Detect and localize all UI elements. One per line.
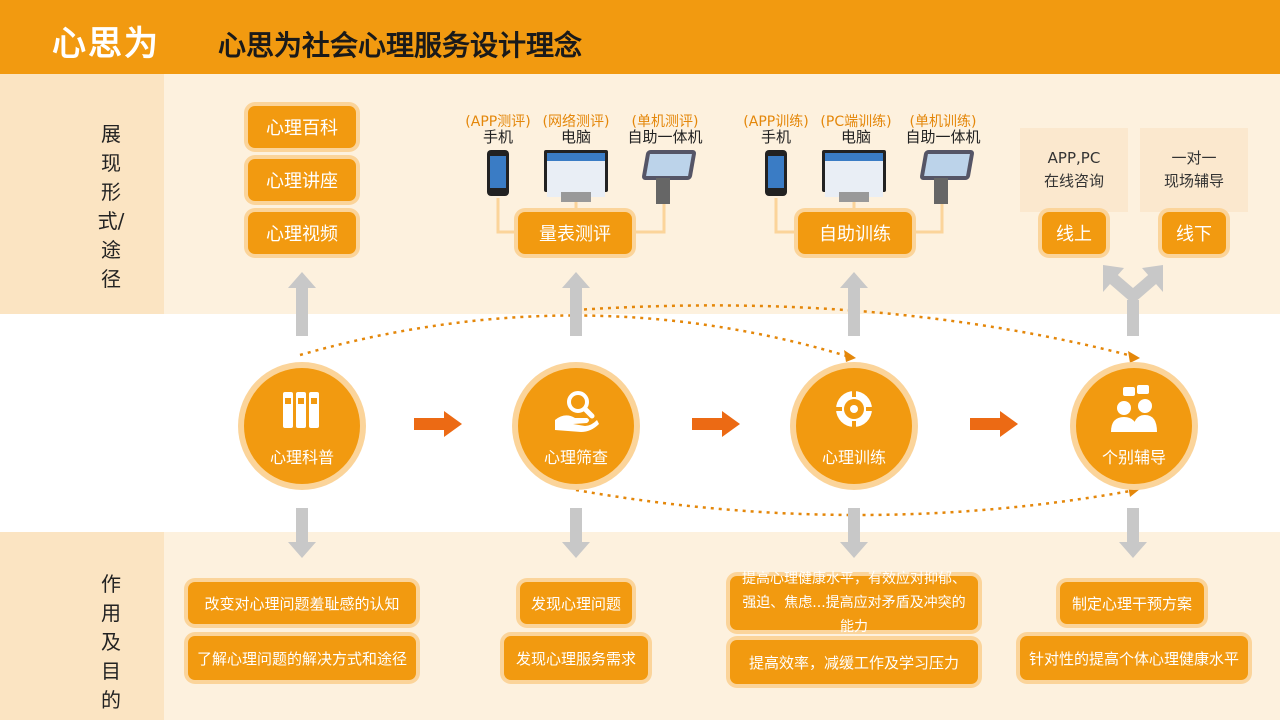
- kiosk-icon: [919, 150, 975, 180]
- logo: 心思为: [52, 24, 160, 64]
- section-label-purpose: 作用及目的: [101, 572, 121, 712]
- training-name-phone: 手机: [760, 128, 791, 146]
- process-step-screening: 心理筛查: [518, 368, 634, 484]
- monitor-stand: [839, 192, 869, 202]
- purpose-screening-2: 发现心理服务需求: [504, 636, 648, 680]
- bottom-band: [0, 532, 1280, 720]
- purpose-counseling-1: 制定心理干预方案: [1060, 582, 1204, 624]
- online-desc-line-1: APP,PC: [1047, 149, 1101, 167]
- kiosk-icon: [641, 150, 697, 180]
- purpose-screening-1: 发现心理问题: [520, 582, 632, 624]
- flow-arrow-1: [414, 411, 462, 437]
- offline-desc-line-2: 现场辅导: [1163, 172, 1224, 190]
- purpose-science-1: 改变对心理问题羞耻感的认知: [188, 582, 416, 624]
- assessment-name-kiosk: 自助一体机: [627, 128, 703, 146]
- people-chat-icon: [1111, 385, 1157, 432]
- training-label: 自助训练: [798, 212, 912, 254]
- science-item-encyclopedia: 心理百科: [248, 106, 356, 148]
- arrow-down-counseling: [1119, 508, 1147, 558]
- online-desc-line-2: 在线咨询: [1043, 172, 1104, 190]
- process-label-training: 心理训练: [821, 448, 886, 467]
- purpose-training-1: 提高心理健康水平，有效应对抑郁、强迫、焦虑...提高应对矛盾及冲突的能力: [730, 571, 978, 635]
- monitor-icon: [822, 150, 886, 197]
- arrow-down-science: [288, 508, 316, 558]
- purpose-counseling-2: 针对性的提高个体心理健康水平: [1020, 636, 1248, 680]
- search-hand-icon: [555, 391, 599, 432]
- offline-label: 线下: [1162, 212, 1226, 254]
- purpose-science-2: 了解心理问题的解决方式和途径: [188, 636, 416, 680]
- arrow-down-screening: [562, 508, 590, 558]
- online-label: 线上: [1042, 212, 1106, 254]
- arrow-up-training: [840, 272, 868, 336]
- offline-description: 一对一 现场辅导: [1140, 128, 1248, 212]
- assessment-name-pc: 电脑: [560, 128, 591, 146]
- training-caption-phone: (APP训练): [743, 114, 809, 130]
- flow-arrow-3: [970, 411, 1018, 437]
- purpose-training-2: 提高效率，减缓工作及学习压力: [730, 640, 978, 684]
- kiosk-stand: [656, 178, 670, 204]
- target-icon: [832, 387, 876, 431]
- process-step-training: 心理训练: [796, 368, 912, 484]
- process-label-screening: 心理筛查: [543, 448, 608, 467]
- process-label-counseling: 个别辅导: [1101, 448, 1166, 467]
- training-name-kiosk: 自助一体机: [905, 128, 981, 146]
- section-label-forms: 展现形式/途径: [97, 122, 125, 291]
- training-caption-pc: (PC端训练): [820, 114, 892, 130]
- science-item-lecture: 心理讲座: [248, 159, 356, 201]
- assessment-name-phone: 手机: [482, 128, 513, 146]
- assessment-caption-kiosk: (单机测评): [631, 114, 699, 130]
- monitor-icon: [544, 150, 608, 197]
- process-label-science: 心理科普: [269, 448, 334, 467]
- books-icon: [283, 392, 319, 428]
- process-step-science: 心理科普: [244, 368, 360, 484]
- arrow-down-training: [840, 508, 868, 558]
- assessment-caption-phone: (APP测评): [465, 114, 531, 130]
- assessment-caption-pc: (网络测评): [542, 114, 610, 130]
- offline-desc-line-1: 一对一: [1171, 149, 1217, 167]
- phone-icon: [765, 150, 787, 196]
- kiosk-stand: [934, 178, 948, 204]
- science-item-video: 心理视频: [248, 212, 356, 254]
- training-name-pc: 电脑: [840, 128, 871, 146]
- online-description: APP,PC 在线咨询: [1020, 128, 1128, 212]
- arrow-up-science: [288, 272, 316, 336]
- training-caption-kiosk: (单机训练): [909, 114, 977, 130]
- arrow-up-screening: [562, 272, 590, 336]
- header-bar: [0, 0, 1280, 74]
- assessment-label: 量表测评: [518, 212, 632, 254]
- flow-arrow-2: [692, 411, 740, 437]
- process-step-counseling: 个别辅导: [1076, 368, 1192, 484]
- section-label-panel-top: 展现形式/途径: [0, 74, 164, 314]
- section-label-panel-bottom: 作用及目的: [0, 532, 164, 720]
- monitor-stand: [561, 192, 591, 202]
- page-title: 心思为社会心理服务设计理念: [218, 29, 583, 62]
- phone-icon: [487, 150, 509, 196]
